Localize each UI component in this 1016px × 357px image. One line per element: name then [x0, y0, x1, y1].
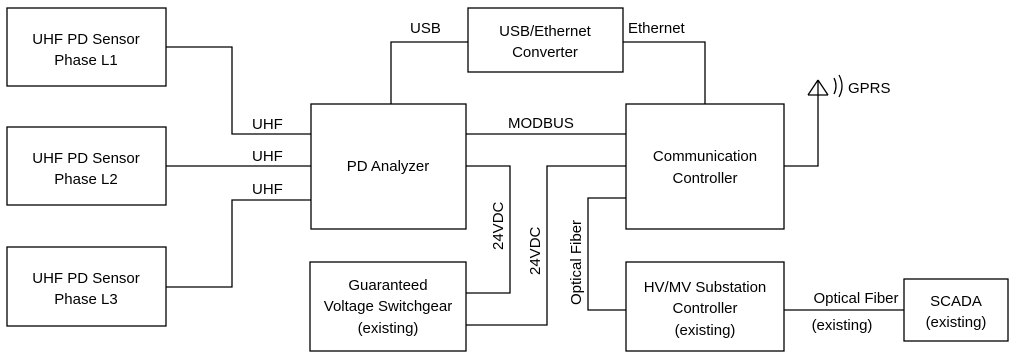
uhf-l3-label: UHF	[252, 181, 283, 198]
usb-label: USB	[410, 20, 441, 37]
gprs-label: GPRS	[848, 80, 891, 97]
sensor-l3-line1: UHF PD Sensor	[32, 270, 140, 287]
controller-line1: Communication	[653, 148, 757, 165]
antenna-icon	[807, 74, 843, 98]
usb-ethernet-converter-node: USB/Ethernet Converter	[467, 7, 624, 73]
scada-node: SCADA (existing)	[903, 278, 1009, 342]
controller-line2: Controller	[672, 170, 737, 187]
connections	[166, 41, 904, 326]
sensor-l3-line2: Phase L3	[54, 291, 117, 308]
scada-line1: SCADA	[930, 293, 982, 310]
pd-analyzer-label: PD Analyzer	[347, 158, 430, 175]
vdc-controller-wire	[466, 165, 626, 326]
uhf-l3-wire	[166, 199, 311, 288]
sensor-l1-line2: Phase L1	[54, 52, 117, 69]
sensor-l3-node: UHF PD Sensor Phase L3	[6, 246, 167, 327]
substation-line3: (existing)	[675, 322, 736, 339]
usb-wire	[390, 41, 468, 104]
uhf-l1-wire	[166, 46, 311, 135]
vdc-controller-label: 24VDC	[527, 226, 544, 275]
uhf-l2-label: UHF	[252, 148, 283, 165]
communication-controller-node: Communication Controller	[625, 103, 785, 230]
optical-fiber-vertical-label: Optical Fiber	[568, 220, 585, 305]
sensor-l2-line1: UHF PD Sensor	[32, 150, 140, 167]
scada-line2: (existing)	[926, 314, 987, 331]
converter-line2: Converter	[512, 44, 578, 61]
converter-line1: USB/Ethernet	[499, 23, 592, 40]
substation-line2: Controller	[672, 300, 737, 317]
gprs-wire	[784, 80, 819, 167]
substation-controller-node: HV/MV Substation Controller (existing)	[625, 261, 785, 352]
substation-line1: HV/MV Substation	[644, 279, 767, 296]
uhf-l1-label: UHF	[252, 116, 283, 133]
switchgear-line1: Guaranteed	[348, 277, 427, 294]
switchgear-line2: Voltage Switchgear	[324, 298, 452, 315]
optical-fiber-wire	[587, 197, 626, 311]
modbus-label: MODBUS	[508, 115, 574, 132]
sensor-l1-node: UHF PD Sensor Phase L1	[6, 7, 167, 87]
switchgear-line3: (existing)	[358, 320, 419, 337]
sensor-l2-line2: Phase L2	[54, 171, 117, 188]
ethernet-label: Ethernet	[628, 20, 686, 37]
sensor-l2-node: UHF PD Sensor Phase L2	[6, 126, 167, 206]
optical-fiber-horizontal-label: Optical Fiber	[813, 290, 898, 307]
vdc-analyzer-label: 24VDC	[490, 201, 507, 250]
sensor-l1-line1: UHF PD Sensor	[32, 31, 140, 48]
optical-fiber-existing-label: (existing)	[812, 317, 873, 334]
vdc-analyzer-wire	[466, 165, 511, 294]
pd-analyzer-node: PD Analyzer	[310, 103, 467, 230]
switchgear-node: Guaranteed Voltage Switchgear (existing)	[309, 261, 467, 352]
ethernet-wire	[623, 41, 706, 104]
